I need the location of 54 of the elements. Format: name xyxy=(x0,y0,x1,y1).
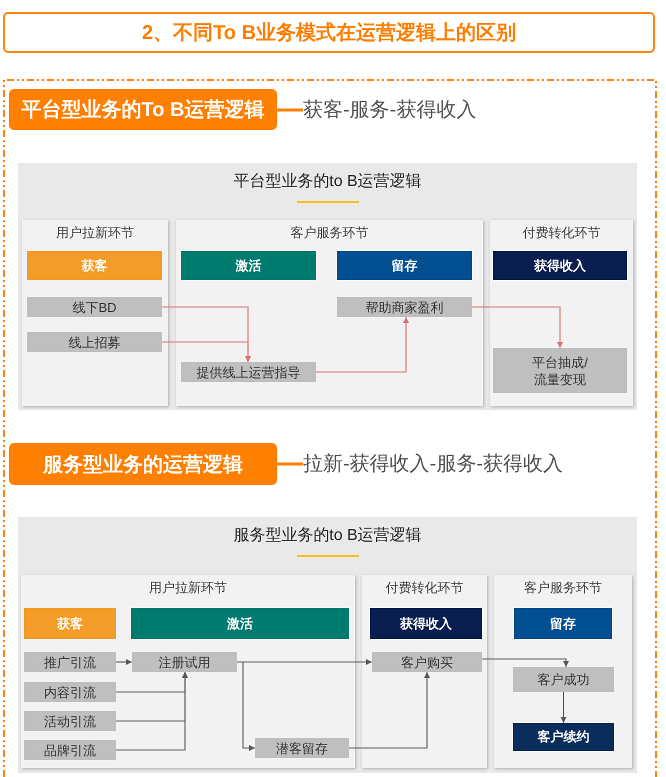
panel-title: 服务型业务的to B运营逻辑 xyxy=(233,526,422,546)
stage-bar: 留存 xyxy=(514,608,612,639)
tagline-text: 获客-服务-获得收入 xyxy=(303,96,476,124)
stage-bar: 激活 xyxy=(131,608,349,639)
step-box: 客户成功 xyxy=(513,667,614,692)
column-header: 付费转化环节 xyxy=(386,579,464,597)
step-box: 潜客留存 xyxy=(255,738,349,758)
step-box: 推广引流 xyxy=(24,652,116,672)
title-banner: 2、不同To B业务模式在运营逻辑上的区别 xyxy=(3,12,655,53)
stage-column xyxy=(176,220,483,406)
connector-line xyxy=(277,108,303,112)
arrow xyxy=(560,692,566,723)
column-header: 客户服务环节 xyxy=(524,579,602,597)
arrow xyxy=(472,306,563,348)
stage-bar: 激活 xyxy=(181,251,316,280)
stage-column xyxy=(21,575,355,768)
step-box: 客户购买 xyxy=(372,652,482,672)
stage-column xyxy=(22,220,168,406)
stage-bar: 获得收入 xyxy=(370,608,482,639)
step-box: 平台抽成/流量变现 xyxy=(493,348,627,393)
stage-bar: 获客 xyxy=(27,251,162,280)
diagram-panel xyxy=(18,517,637,773)
arrow xyxy=(316,317,409,373)
step-box: 线上招募 xyxy=(27,332,162,352)
step-box: 品牌引流 xyxy=(24,740,116,760)
column-header: 客户服务环节 xyxy=(290,224,368,242)
stage-bar: 客户续约 xyxy=(513,723,614,751)
arrow xyxy=(162,341,251,362)
step-box: 活动引流 xyxy=(24,711,116,731)
arrow xyxy=(116,672,188,751)
panel-title: 平台型业务的to B运营逻辑 xyxy=(233,172,422,192)
stage-bar: 获得收入 xyxy=(493,251,627,280)
arrow xyxy=(116,659,132,665)
section-tag: 平台型业务的To B运营逻辑 xyxy=(9,89,277,130)
column-header: 用户拉新环节 xyxy=(56,224,134,242)
arrow xyxy=(482,658,569,667)
arrow xyxy=(349,672,430,749)
tagline-text: 拉新-获得收入-服务-获得收入 xyxy=(303,450,563,478)
step-box: 线下BD xyxy=(27,297,162,317)
column-header: 用户拉新环节 xyxy=(149,579,227,597)
step-box: 帮助商家盈利 xyxy=(337,297,472,317)
step-box: 注册试用 xyxy=(132,652,237,672)
column-header: 付费转化环节 xyxy=(522,224,600,242)
step-box: 提供线上运营指导 xyxy=(181,362,316,382)
diagram-panel xyxy=(18,163,637,410)
connector-line xyxy=(277,462,303,466)
section-tag: 服务型业务的运营逻辑 xyxy=(9,443,277,485)
dashed-frame xyxy=(3,79,657,777)
stage-column xyxy=(362,575,487,768)
stage-bar: 留存 xyxy=(337,251,472,280)
stage-column xyxy=(494,575,632,768)
stage-bar: 获客 xyxy=(24,608,116,639)
step-box: 内容引流 xyxy=(24,682,116,702)
stage-column xyxy=(490,220,633,406)
